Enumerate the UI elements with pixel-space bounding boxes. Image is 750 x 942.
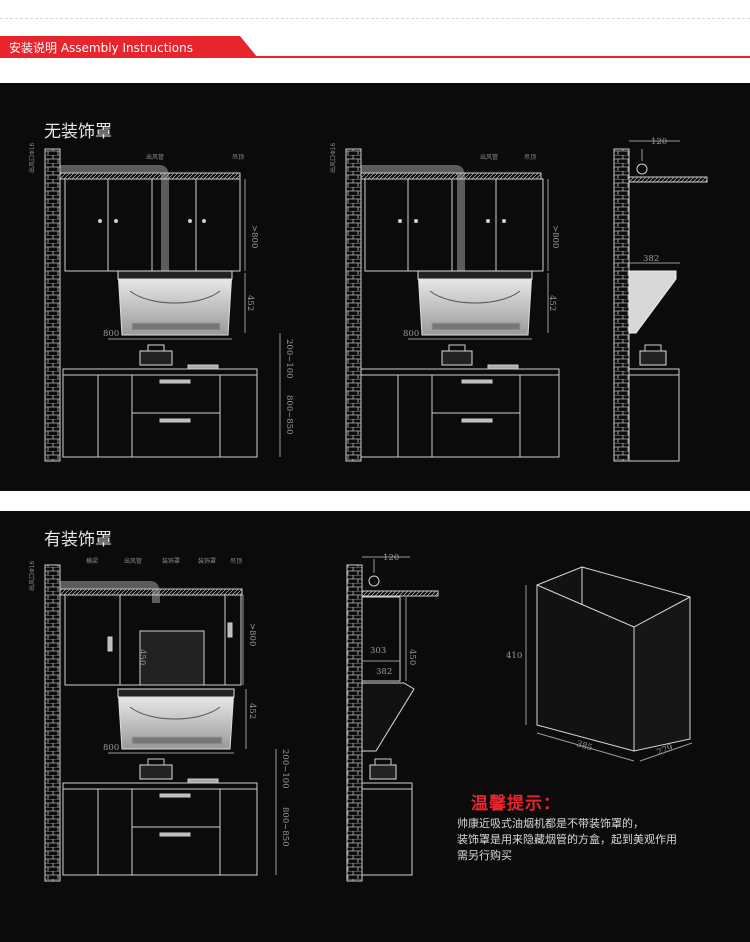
wall-brick-b: [345, 148, 362, 462]
wall-brick: [44, 148, 61, 462]
dim-800-width-b: 800: [403, 329, 419, 339]
base-cabinet: [62, 374, 258, 458]
dim-452-d: 452: [247, 703, 257, 719]
dim-800-upper-b: >800: [550, 225, 560, 248]
dim-382: 382: [643, 254, 659, 264]
dim-box-width: 385: [575, 739, 593, 753]
header-tab: [0, 36, 258, 58]
label-outlet-port-b: 出风口Φ16: [329, 142, 337, 173]
dim-800-850-d: 800~850: [280, 807, 290, 847]
dim-800-850: 800~850: [284, 395, 294, 435]
duct-pipe: [60, 165, 169, 271]
tip-line-1: 帅康近吸式油烟机都是不带装饰罩的，: [457, 817, 644, 830]
dim-450-e: 450: [407, 649, 417, 665]
dim-800-upper: >800: [249, 225, 259, 248]
label-hanger-d: 吊顶: [230, 558, 242, 565]
pot: [139, 350, 173, 366]
section-header: 安装说明 Assembly Instructions: [0, 36, 750, 58]
label-outlet-pipe-d: 出风管: [124, 557, 142, 565]
dim-120-e: 120: [383, 553, 399, 563]
dim-800-width: 800: [103, 329, 119, 339]
dim-800-width-d: 800: [103, 743, 119, 753]
label-outlet-port: 出风口Φ16: [28, 142, 36, 173]
dim-452-b: 452: [547, 295, 557, 311]
label-hanger-b: 吊顶: [524, 154, 536, 161]
installation-diagram-with-cover: >800 450 452 800 200~100 800~850 横梁 出风管 …: [28, 553, 693, 882]
dim-382-e: 382: [376, 667, 392, 677]
dim-120: 120: [651, 137, 667, 147]
diagram-a: [44, 148, 281, 462]
header-rule: [0, 56, 750, 58]
diagram-b: [345, 148, 560, 462]
dim-200-100-d: 200~100: [280, 749, 290, 789]
tip-line-3: 需另行购买: [457, 849, 512, 862]
dim-800-upper-d: >800: [247, 623, 257, 646]
panel-title: 有装饰罩: [44, 530, 112, 550]
installation-diagram-without-cover: >800 452 800 200~100 800~850 出风管 吊顶 出风口Φ…: [28, 137, 708, 462]
dim-303: 303: [370, 646, 386, 656]
label-beam: 横梁: [86, 557, 98, 565]
diagram-d: [44, 564, 277, 882]
ceiling-hatch: [59, 172, 241, 180]
panel-title: 无装饰罩: [44, 122, 112, 142]
dim-450: 450: [137, 649, 147, 665]
label-hood-cover: 装饰罩: [162, 557, 180, 565]
panel-without-cover: 无装饰罩: [0, 83, 750, 491]
diagram-c: [613, 140, 708, 462]
dim-452: 452: [245, 295, 255, 311]
tip-title: 温馨提示：: [471, 794, 561, 814]
diagram-e: [346, 556, 439, 882]
panel-with-cover: 有装饰罩: [0, 511, 750, 942]
dim-box-height: 410: [506, 651, 522, 661]
tip-line-2: 装饰罩是用来隐藏烟管的方盒，起到美观作用: [457, 833, 677, 846]
label-hanger: 吊顶: [232, 154, 244, 161]
label-outlet-pipe: 出风管: [146, 153, 164, 161]
decor-cover-box: [525, 566, 693, 762]
label-outlet-port-d: 出风口Φ16: [28, 560, 36, 591]
top-dashed-divider: [0, 0, 750, 19]
dim-200-100: 200~100: [284, 339, 294, 379]
label-outlet-pipe-b: 出风管: [480, 153, 498, 161]
countertop: [62, 368, 258, 376]
label-decor-cover: 装饰罩: [198, 557, 216, 565]
header-title: 安装说明 Assembly Instructions: [9, 41, 193, 55]
